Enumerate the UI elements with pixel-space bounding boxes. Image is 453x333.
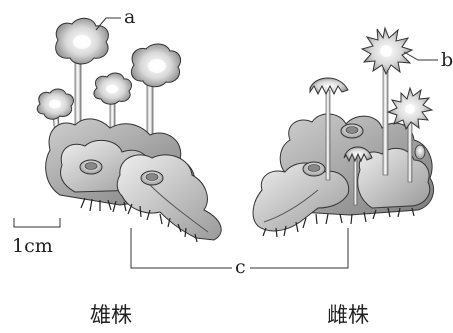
caption-female: 雌株 xyxy=(327,303,369,327)
female-gemma-cup-2 xyxy=(303,162,325,176)
female-stalk-4 xyxy=(354,155,357,205)
label-b: b xyxy=(441,49,453,71)
label-a: a xyxy=(124,6,135,28)
female-receptacle-2 xyxy=(362,28,412,74)
male-thallus-front xyxy=(117,155,221,240)
label-c-group: c xyxy=(131,228,348,278)
male-receptacle-4 xyxy=(37,89,73,119)
male-receptacle-3 xyxy=(131,44,180,87)
leader-line-b xyxy=(404,52,438,60)
female-gemma-cup-1 xyxy=(341,124,363,138)
female-receptacle-3 xyxy=(388,88,432,129)
male-gemma-cup-2 xyxy=(141,171,163,185)
male-gemma-cup-1 xyxy=(80,160,102,174)
female-stalk-2 xyxy=(383,60,388,175)
caption-male: 雄株 xyxy=(90,303,132,327)
female-bud xyxy=(415,145,425,159)
label-b-group: b xyxy=(404,49,453,71)
scale-bar: 1cm xyxy=(12,218,60,257)
male-receptacle-2 xyxy=(94,73,132,104)
female-plant xyxy=(253,28,434,237)
scale-bar-line xyxy=(14,218,60,227)
female-stalk-1 xyxy=(326,90,330,180)
male-plant xyxy=(37,18,221,242)
label-c: c xyxy=(235,256,246,278)
leader-line-c-right xyxy=(250,228,348,268)
scale-bar-label: 1cm xyxy=(12,235,53,257)
